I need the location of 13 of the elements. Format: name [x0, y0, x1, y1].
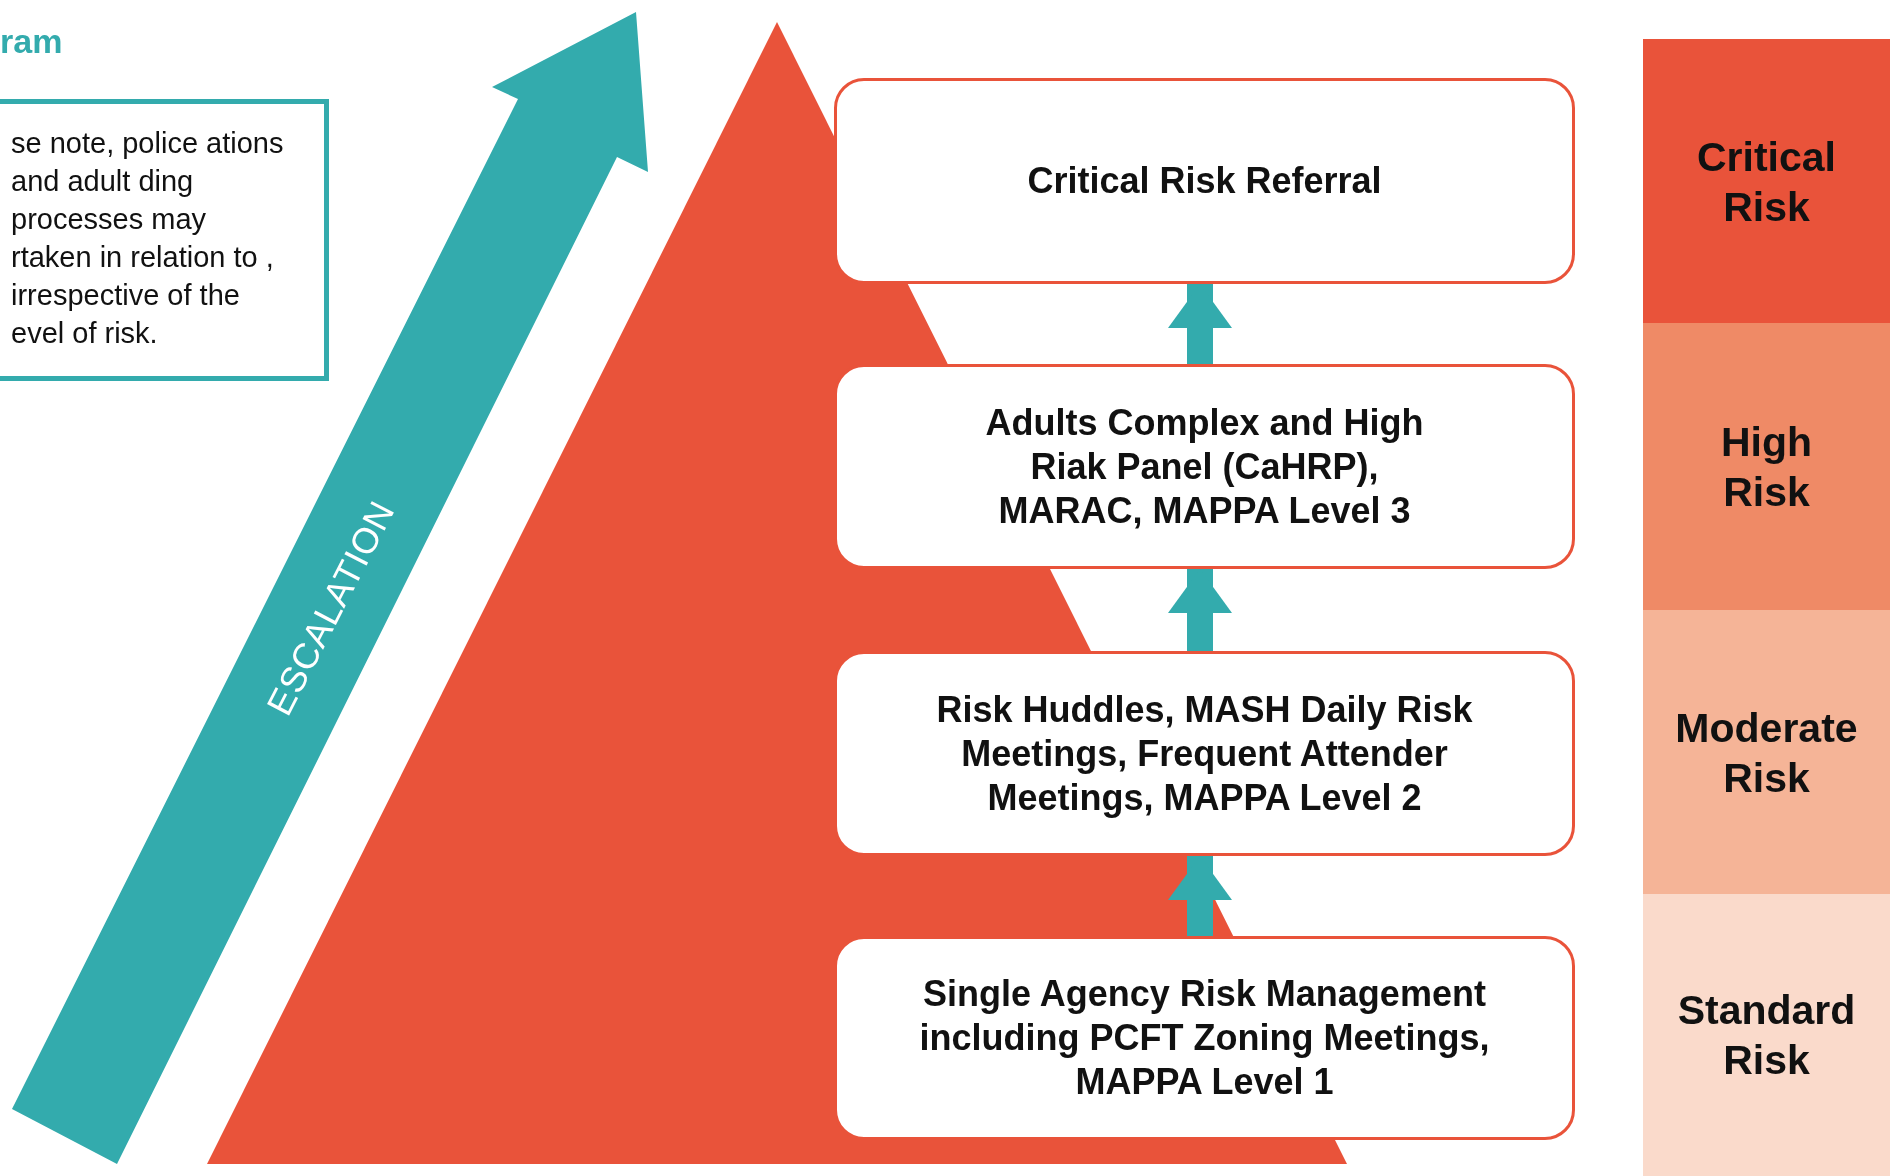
- risk-level-band: Critical Risk: [1643, 39, 1890, 324]
- arrow: [1168, 856, 1232, 936]
- arrow: [1168, 284, 1232, 364]
- process-box: Adults Complex and High Riak Panel (CaHRP), MARAC, MAPPA Level 3: [834, 364, 1575, 569]
- risk-level-band: Moderate Risk: [1643, 610, 1890, 895]
- risk-level-band: Standard Risk: [1643, 894, 1890, 1176]
- process-box: Single Agency Risk Management including PCFT Zoning Meetings, MAPPA Level 1: [834, 936, 1575, 1140]
- note-box: se note, police ations and adult ding processes may rtaken in relation to , irrespective of the evel of risk.: [0, 99, 329, 381]
- process-box: Critical Risk Referral: [834, 78, 1575, 284]
- risk-level-band: High Risk: [1643, 323, 1890, 610]
- arrow: [1168, 569, 1232, 651]
- diagram-title: ram: [0, 22, 63, 61]
- process-box: Risk Huddles, MASH Daily Risk Meetings, Frequent Attender Meetings, MAPPA Level 2: [834, 651, 1575, 856]
